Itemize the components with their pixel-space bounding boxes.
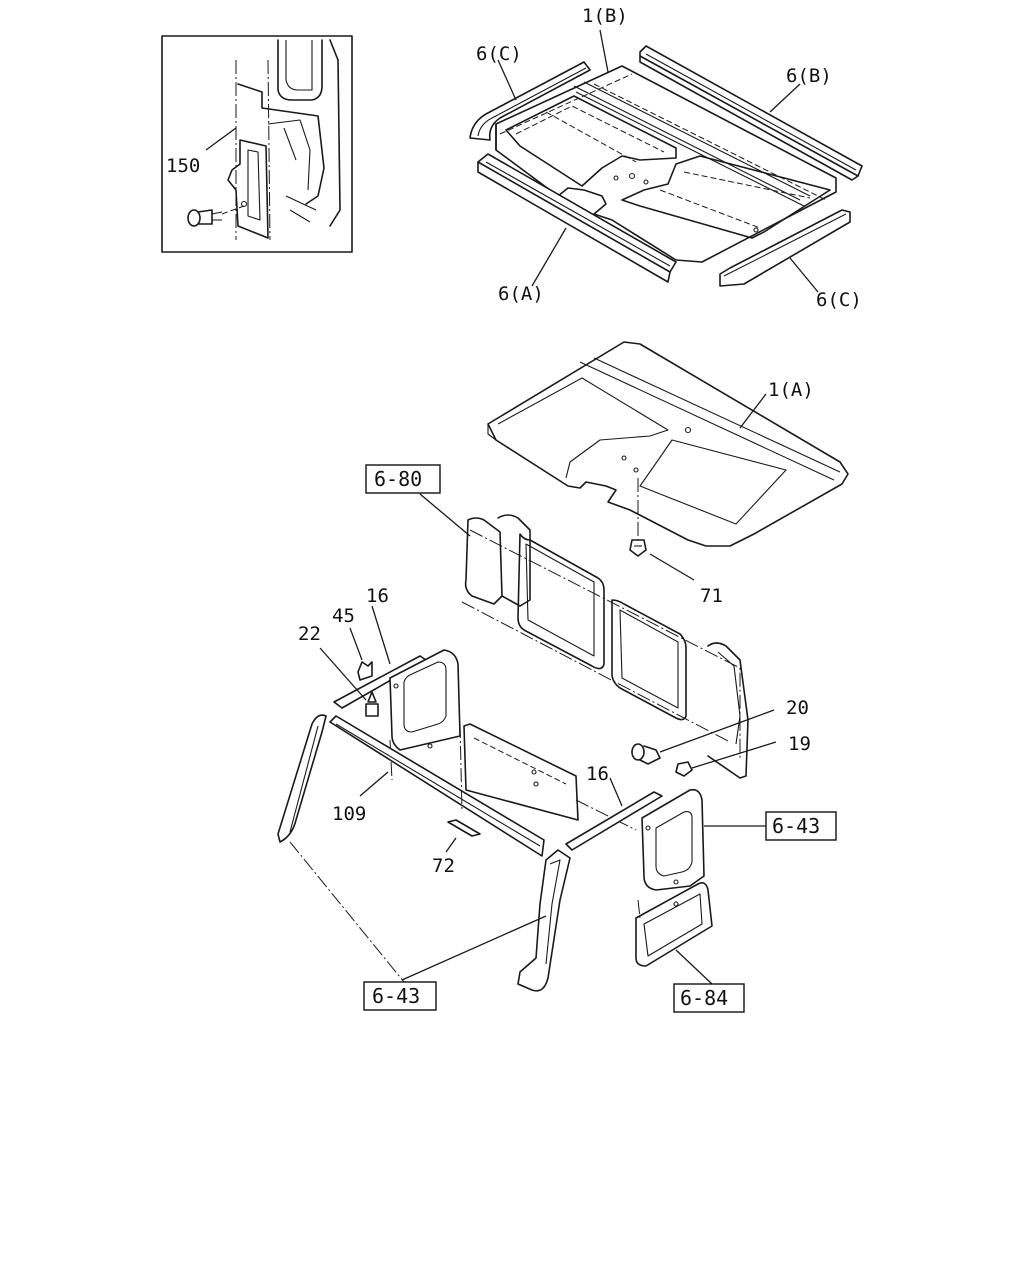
callout-16-left: 16 <box>366 585 389 607</box>
callout-150: 150 <box>166 155 200 177</box>
clip-19-icon: 19 <box>675 733 811 777</box>
trim-strip-6b: 6(B) <box>639 45 863 181</box>
garnish-109: 109 <box>329 715 545 857</box>
callout-109: 109 <box>332 803 366 825</box>
callout-6b: 6(B) <box>786 65 832 87</box>
callout-45: 45 <box>332 605 355 627</box>
clip-150-icon <box>187 205 245 227</box>
callout-16-right: 16 <box>586 763 609 785</box>
ref-6-43-bottom: 6-43 <box>372 984 420 1008</box>
ref-box-6-84: 6-84 <box>673 949 745 1013</box>
callout-6c-bottom: 6(C) <box>816 289 862 311</box>
right-quarter-trim: 16 <box>565 763 768 967</box>
ref-6-43-right: 6-43 <box>772 814 820 838</box>
rear-lower-trim <box>459 723 637 831</box>
callout-6a: 6(A) <box>498 283 544 305</box>
callout-20: 20 <box>786 697 809 719</box>
callout-19: 19 <box>788 733 811 755</box>
inset-detail: 150 <box>161 35 353 253</box>
headlining-1a: 1(A) <box>487 341 849 547</box>
callout-71: 71 <box>700 585 723 607</box>
clip-20-icon: 20 <box>631 697 809 765</box>
ref-6-80: 6-80 <box>374 467 422 491</box>
trim-strip-6c-upper: 6(C) <box>469 43 591 141</box>
rear-panel-ref-6-80: 6-80 <box>365 464 749 779</box>
callout-1a: 1(A) <box>768 379 814 401</box>
trim-strip-6c-lower: 6(C) <box>719 209 862 311</box>
clip-45-icon <box>349 627 373 681</box>
retainer-72: 72 <box>432 819 481 877</box>
ref-6-84: 6-84 <box>680 986 728 1010</box>
clip-22-icon <box>319 647 379 717</box>
callout-1b: 1(B) <box>582 5 628 27</box>
callout-22: 22 <box>298 623 321 645</box>
ref-box-6-43-right: 6-43 <box>765 811 837 841</box>
trim-strip-6a: 6(A) <box>477 153 677 305</box>
ref-box-6-43-bottom: 6-43 <box>363 981 437 1011</box>
roof-insulator-1b: 1(B) <box>495 5 837 263</box>
center-pillar-trim <box>401 849 571 992</box>
clip-71-icon: 71 <box>629 539 723 607</box>
left-quarter-trim: 16 45 22 <box>277 585 461 983</box>
callout-72: 72 <box>432 855 455 877</box>
callout-6c-top: 6(C) <box>476 43 522 65</box>
